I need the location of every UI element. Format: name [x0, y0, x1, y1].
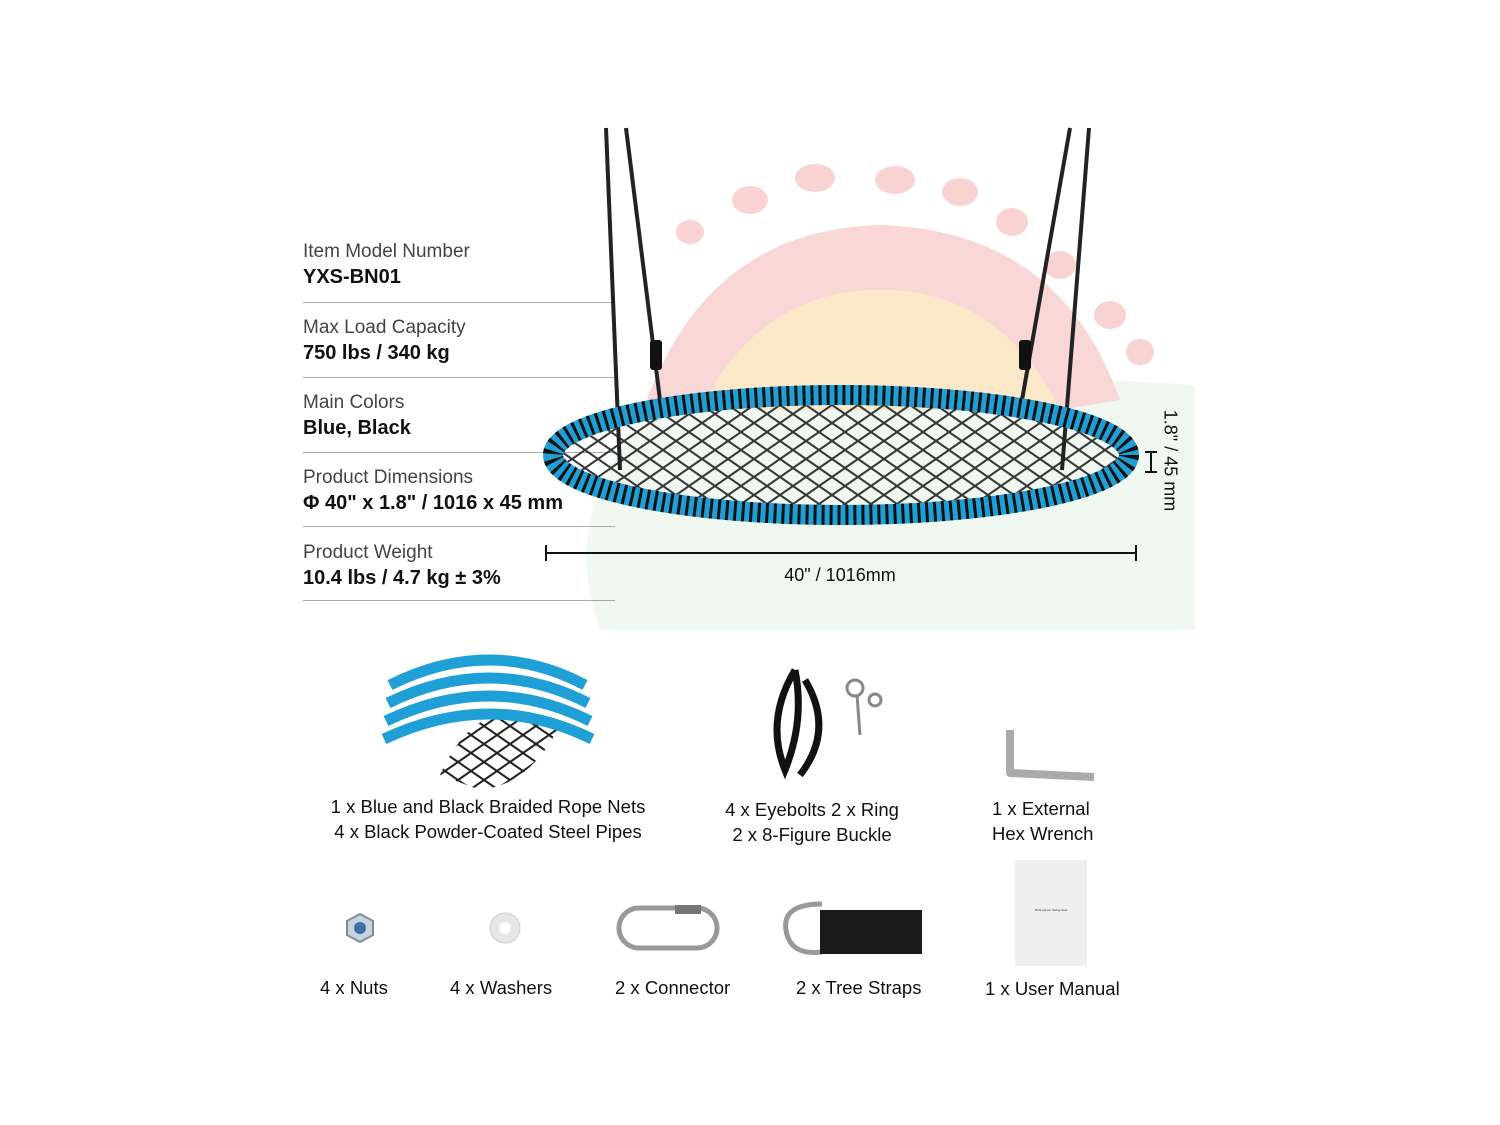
parts-nuts-caption: 4 x Nuts [320, 977, 388, 998]
divider [303, 302, 615, 303]
divider [303, 600, 615, 601]
spec-value: 10.4 lbs / 4.7 kg ± 3% [303, 567, 501, 589]
caption-line: 2 x 8-Figure Buckle [732, 824, 892, 845]
width-label: 40" / 1016mm [784, 565, 896, 585]
parts-manual-caption: 1 x User Manual [985, 978, 1120, 999]
spec-weight: Product Weight 10.4 lbs / 4.7 kg ± 3% [303, 541, 615, 591]
spec-max-load: Max Load Capacity 750 lbs / 340 kg [303, 316, 615, 366]
hex-wrench-icon [1006, 730, 1095, 781]
parts-nets-caption: 1 x Blue and Black Braided Rope Nets 4 x… [318, 794, 658, 844]
spec-value: YXS-BN01 [303, 266, 401, 288]
caption-line: 1 x External [992, 798, 1090, 819]
width-dimension-line [545, 545, 1137, 561]
caption-line: 4 x Black Powder-Coated Steel Pipes [334, 821, 642, 842]
height-label: 1.8" / 45 mm [1160, 409, 1181, 512]
manual-cover-text: Multi-person Swing Seat [1034, 908, 1068, 912]
spec-label: Product Dimensions [303, 467, 474, 488]
user-manual-image: Multi-person Swing Seat [1015, 860, 1087, 966]
eyebolts-rope-image [773, 668, 883, 780]
spec-label: Item Model Number [303, 241, 470, 262]
spec-value: Φ 40" x 1.8" / 1016 x 45 mm [303, 492, 563, 514]
divider [303, 526, 615, 527]
spec-label: Max Load Capacity [303, 317, 466, 338]
divider [303, 452, 615, 453]
parts-eyebolts-caption: 4 x Eyebolts 2 x Ring 2 x 8-Figure Buckl… [712, 797, 912, 847]
spec-model-number: Item Model Number YXS-BN01 [303, 240, 615, 290]
parts-wrench-caption: 1 x External Hex Wrench [992, 796, 1093, 846]
rope-net-pipes-image [381, 654, 595, 790]
parts-straps-caption: 2 x Tree Straps [796, 977, 922, 998]
height-dimension-line [1145, 451, 1157, 473]
spec-label: Main Colors [303, 392, 405, 413]
nut-icon [346, 912, 374, 944]
caption-line: 4 x Eyebolts 2 x Ring [725, 799, 899, 820]
spec-value: Blue, Black [303, 417, 411, 439]
washer-icon [489, 912, 521, 944]
carabiner-icon [616, 905, 720, 951]
caption-line: 1 x Blue and Black Braided Rope Nets [330, 796, 646, 817]
parts-connector-caption: 2 x Connector [615, 977, 731, 998]
spec-dimensions: Product Dimensions Φ 40" x 1.8" / 1016 x… [303, 466, 615, 516]
spec-value: 750 lbs / 340 kg [303, 342, 450, 364]
caption-line: Hex Wrench [992, 823, 1094, 844]
divider [303, 377, 615, 378]
parts-washers-caption: 4 x Washers [450, 977, 553, 998]
spec-main-colors: Main Colors Blue, Black [303, 391, 615, 441]
spec-label: Product Weight [303, 542, 433, 563]
tree-strap-icon [783, 901, 922, 956]
